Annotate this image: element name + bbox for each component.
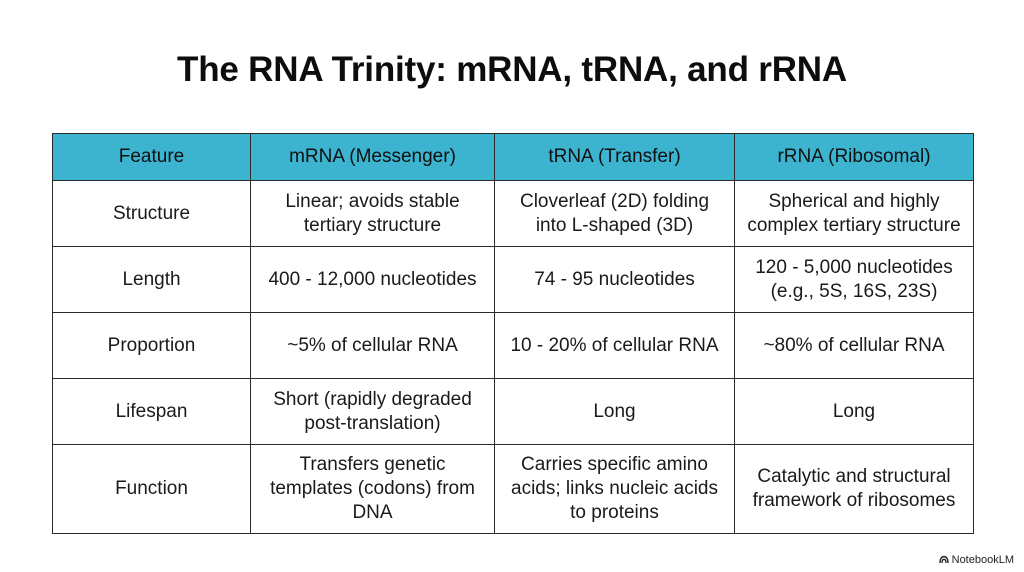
table-cell: Transfers genetic templates (codons) fro… bbox=[250, 444, 495, 534]
notebooklm-logo-icon bbox=[938, 555, 949, 564]
table-cell: Cloverleaf (2D) folding into L-shaped (3… bbox=[494, 180, 735, 247]
table-cell: Spherical and highly complex tertiary st… bbox=[734, 180, 974, 247]
row-label: Lifespan bbox=[52, 378, 251, 445]
table-row-length: Length 400 - 12,000 nucleotides 74 - 95 … bbox=[52, 246, 974, 313]
table-cell: Catalytic and structural framework of ri… bbox=[734, 444, 974, 534]
table-cell: 120 - 5,000 nucleotides (e.g., 5S, 16S, … bbox=[734, 246, 974, 313]
table-cell: ~80% of cellular RNA bbox=[734, 312, 974, 379]
table-row-structure: Structure Linear; avoids stable tertiary… bbox=[52, 180, 974, 247]
header-trna: tRNA (Transfer) bbox=[494, 133, 735, 181]
table-cell: Long bbox=[494, 378, 735, 445]
table-cell: Long bbox=[734, 378, 974, 445]
header-mrna: mRNA (Messenger) bbox=[250, 133, 495, 181]
brand-label: NotebookLM bbox=[951, 554, 1014, 566]
row-label: Proportion bbox=[52, 312, 251, 379]
notebooklm-watermark: NotebookLM bbox=[938, 554, 1014, 566]
table-header-row: Feature mRNA (Messenger) tRNA (Transfer)… bbox=[52, 133, 974, 181]
table-row-proportion: Proportion ~5% of cellular RNA 10 - 20% … bbox=[52, 312, 974, 379]
table-cell: Short (rapidly degraded post-translation… bbox=[250, 378, 495, 445]
table-row-function: Function Transfers genetic templates (co… bbox=[52, 444, 974, 534]
header-feature: Feature bbox=[52, 133, 251, 181]
table-cell: Carries specific amino acids; links nucl… bbox=[494, 444, 735, 534]
table-cell: 10 - 20% of cellular RNA bbox=[494, 312, 735, 379]
header-rrna: rRNA (Ribosomal) bbox=[734, 133, 974, 181]
rna-comparison-table: Feature mRNA (Messenger) tRNA (Transfer)… bbox=[52, 133, 974, 534]
table-row-lifespan: Lifespan Short (rapidly degraded post-tr… bbox=[52, 378, 974, 445]
row-label: Length bbox=[52, 246, 251, 313]
page-title: The RNA Trinity: mRNA, tRNA, and rRNA bbox=[177, 50, 847, 89]
table-cell: 400 - 12,000 nucleotides bbox=[250, 246, 495, 313]
table-cell: ~5% of cellular RNA bbox=[250, 312, 495, 379]
row-label: Structure bbox=[52, 180, 251, 247]
table-cell: 74 - 95 nucleotides bbox=[494, 246, 735, 313]
table-cell: Linear; avoids stable tertiary structure bbox=[250, 180, 495, 247]
row-label: Function bbox=[52, 444, 251, 534]
